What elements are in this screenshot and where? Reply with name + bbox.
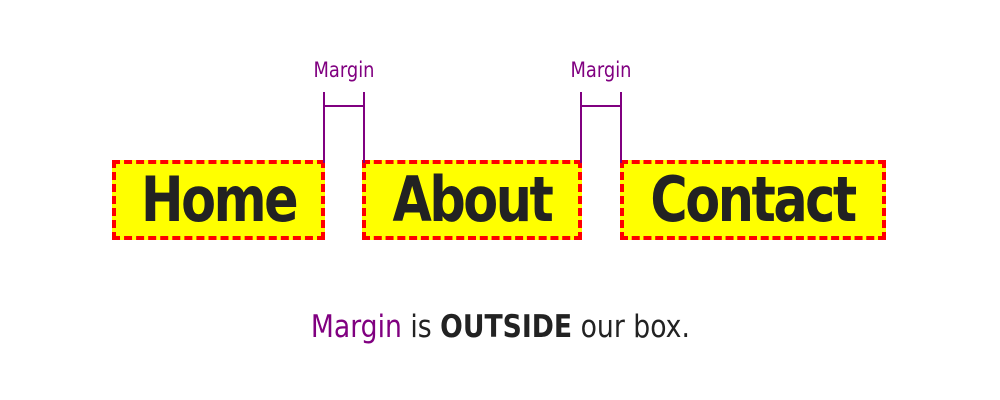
margin-marker-2: Margin bbox=[556, 55, 646, 165]
nav-item-about-box: About bbox=[362, 160, 582, 240]
margin-bracket-1-icon bbox=[323, 92, 365, 163]
margin-bracket-2-icon bbox=[580, 92, 622, 163]
margin-label-1: Margin bbox=[313, 58, 375, 82]
caption-margin-word: Margin bbox=[310, 309, 402, 345]
margin-label-2: Margin bbox=[570, 58, 632, 82]
caption-text-1: is bbox=[401, 309, 440, 345]
nav-item-home-label: Home bbox=[140, 163, 299, 236]
nav-item-about-label: About bbox=[392, 163, 554, 236]
caption: Margin is OUTSIDE our box. bbox=[0, 305, 1000, 349]
nav-item-home-box: Home bbox=[112, 160, 325, 240]
nav-item-contact-label: Contact bbox=[650, 163, 858, 236]
margin-marker-1: Margin bbox=[299, 55, 389, 165]
caption-text-2: our box. bbox=[571, 309, 690, 345]
nav-item-contact-box: Contact bbox=[620, 160, 886, 240]
caption-outside-word: OUTSIDE bbox=[439, 309, 572, 345]
